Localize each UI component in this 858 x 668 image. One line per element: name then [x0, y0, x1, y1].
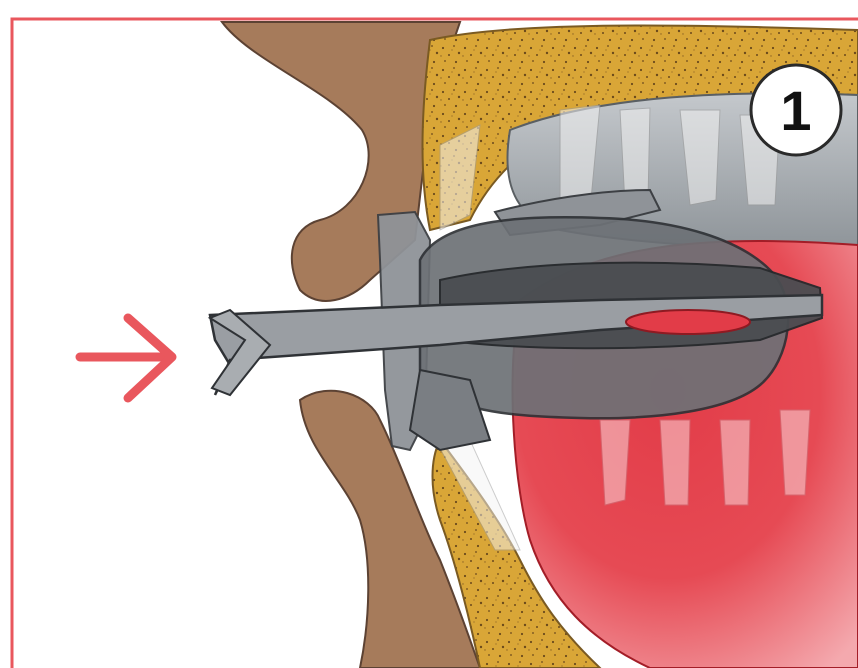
step-number: 1 [780, 79, 811, 142]
step-badge: 1 [751, 65, 841, 155]
device-slot [626, 310, 750, 334]
